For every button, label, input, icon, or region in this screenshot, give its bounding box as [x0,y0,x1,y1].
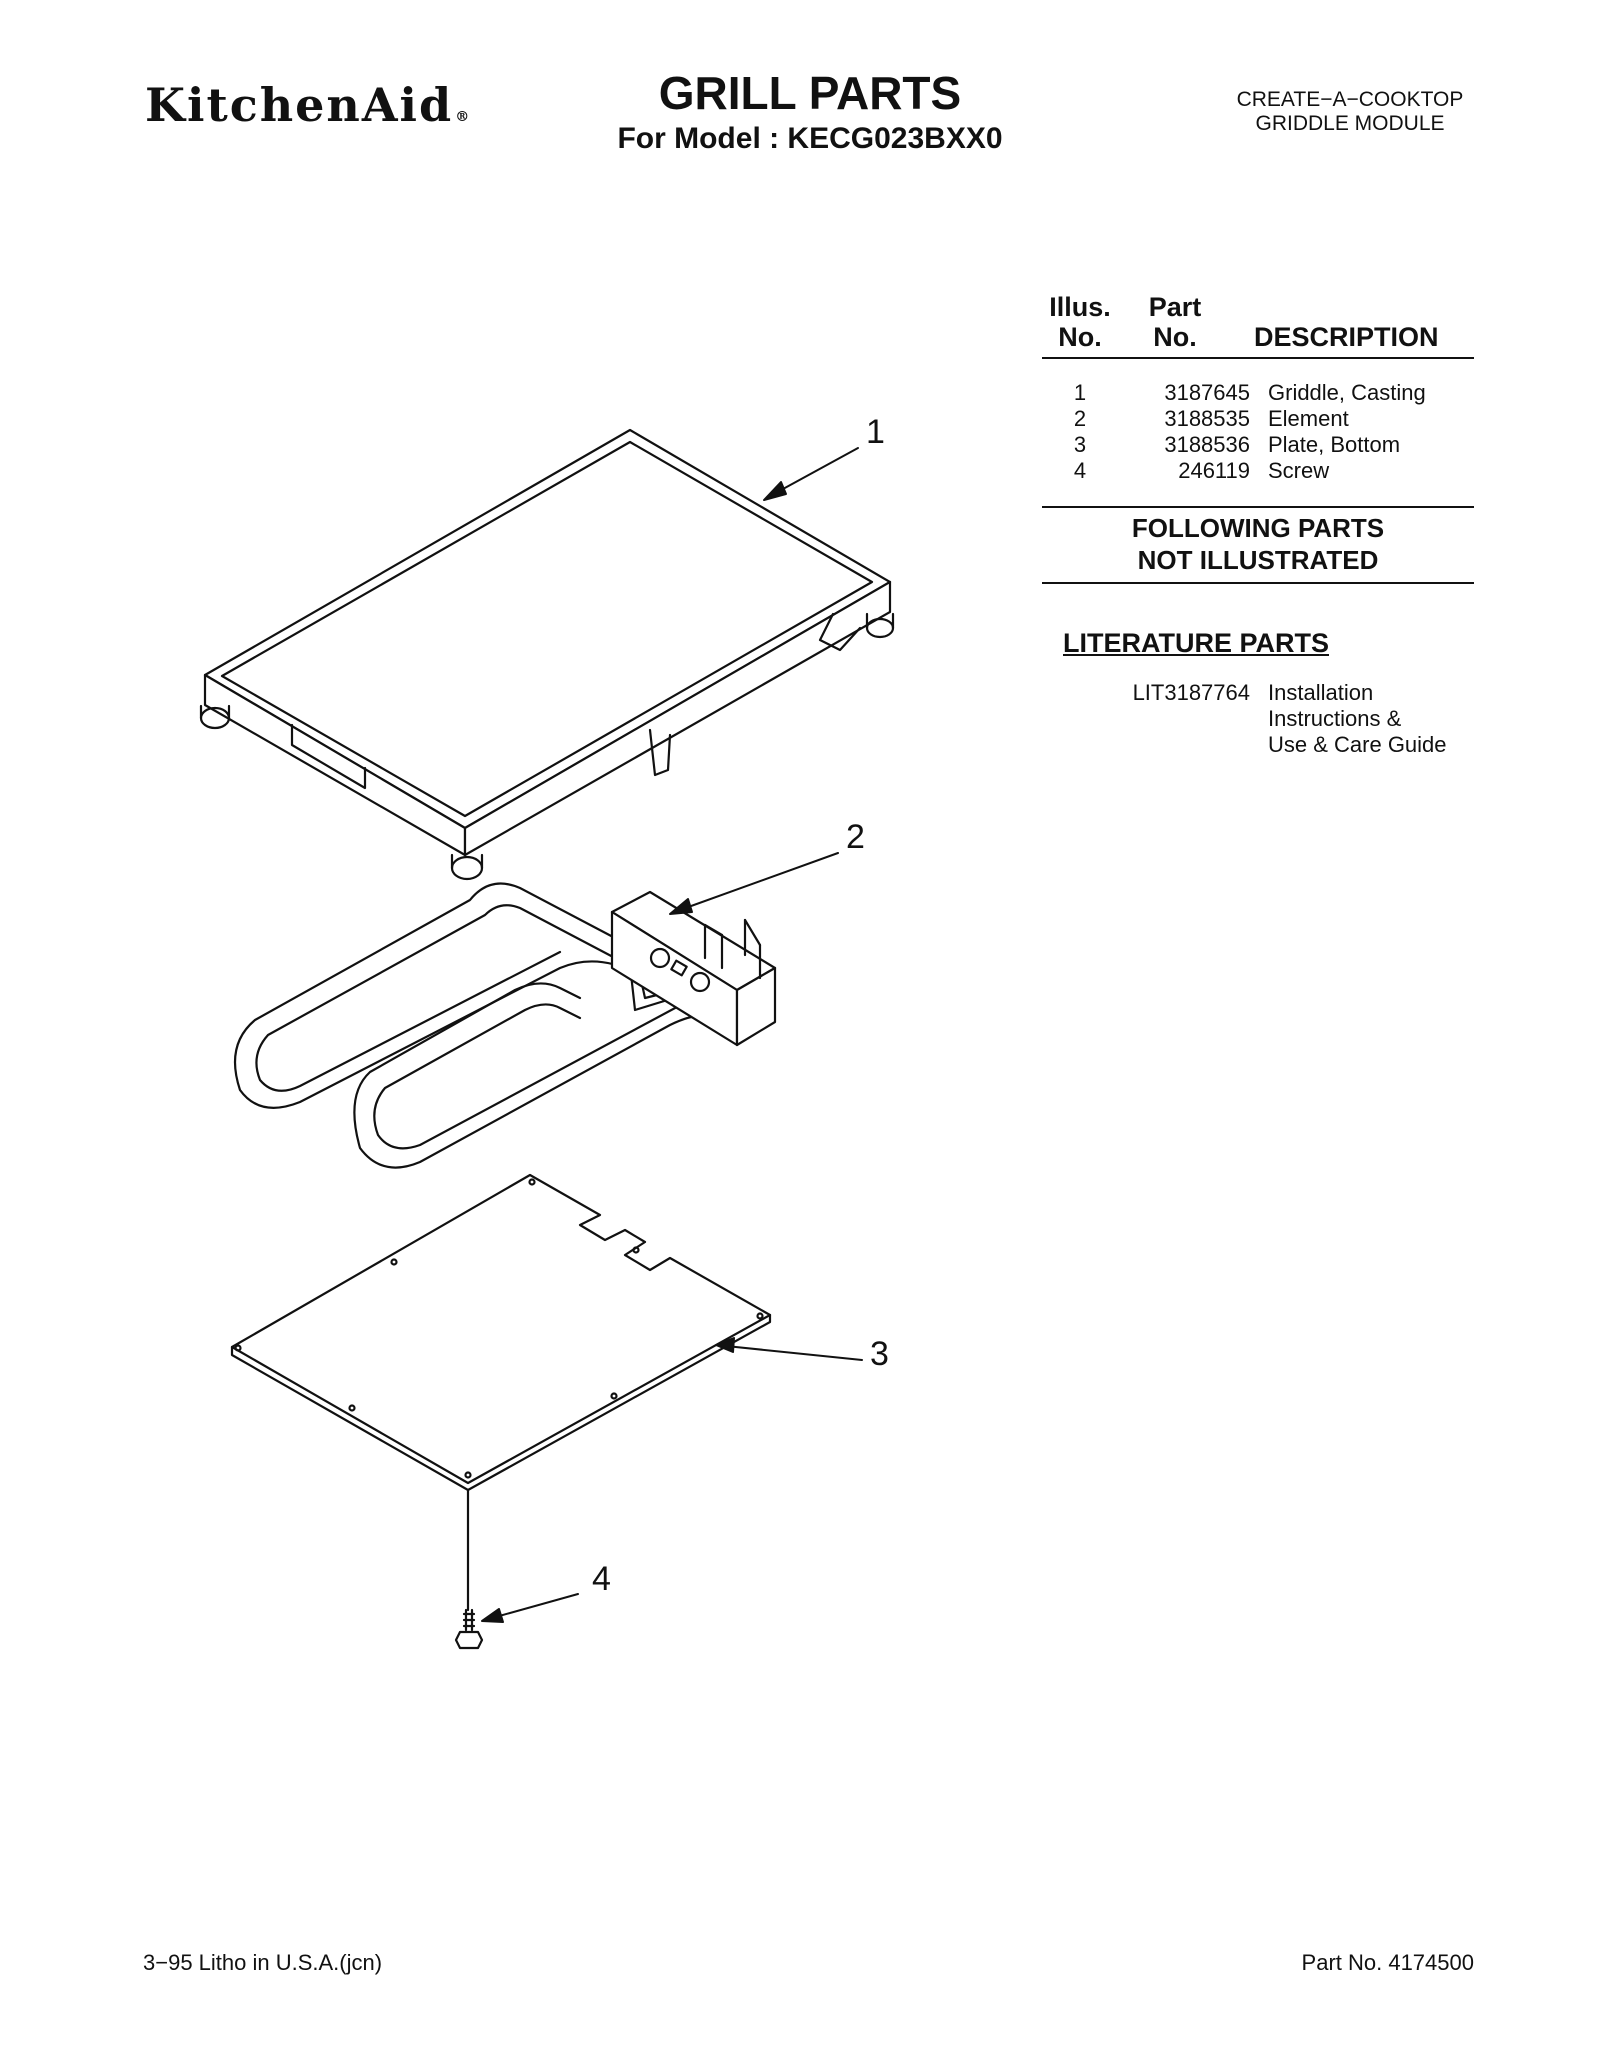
footer-part-number: Part No. 4174500 [1301,1950,1474,1975]
col-part-line-1: Part [1148,292,1202,322]
table-header-rule [1042,357,1474,359]
col-illus-header: Illus. No. [1040,292,1120,352]
not-illustrated-line-1: FOLLOWING PARTS [1131,513,1385,543]
literature-desc-line-1: Installation [1268,680,1374,705]
col-part-header: Part No. [1130,292,1220,352]
screw-drawing [454,1488,484,1650]
leader-4 [491,1593,579,1619]
row-4-illus: 4 [1073,458,1087,483]
leader-3 [725,1345,863,1361]
brand-name: KitchenAid [145,78,454,132]
col-part-line-2: No. [1153,322,1197,352]
not-illustrated-note: FOLLOWING PARTS NOT ILLUSTRATED [1042,512,1474,576]
leader-2 [679,852,839,911]
callout-1: 1 [866,413,885,451]
row-2-desc: Element [1268,406,1349,431]
arrowhead-4 [481,1608,504,1623]
arrowhead-1 [763,481,787,501]
row-1-part: 3187645 [1164,380,1250,405]
following-top-rule [1042,506,1474,508]
row-2-part: 3188535 [1164,406,1250,431]
row-3-illus: 3 [1073,432,1087,457]
subtitle-line-2: GRIDDLE MODULE [1255,112,1445,135]
leader-1 [771,447,859,496]
bottom-plate-drawing [230,1173,772,1492]
row-4-desc: Screw [1268,458,1330,483]
row-3-desc: Plate, Bottom [1268,432,1401,457]
model-line: For Model : KECG023BXX0 [617,122,1003,155]
following-bottom-rule [1042,582,1474,584]
literature-heading: LITERATURE PARTS [1063,628,1329,658]
callout-3: 3 [870,1335,889,1373]
literature-desc-line-3: Use & Care Guide [1268,732,1447,757]
griddle-casting-drawing [199,428,895,881]
callout-2: 2 [846,818,865,856]
row-4-part: 246119 [1178,458,1250,483]
brand-logo: KitchenAid® [145,78,469,132]
footer-litho: 3−95 Litho in U.S.A.(jcn) [143,1950,383,1975]
subtitle-line-1: CREATE−A−COOKTOP [1236,88,1464,111]
registered-mark: ® [455,109,470,125]
product-subtitle: CREATE−A−COOKTOP GRIDDLE MODULE [1180,88,1520,136]
col-illus-line-1: Illus. [1049,292,1111,322]
arrowhead-3 [715,1337,735,1353]
callout-4: 4 [592,1560,611,1598]
literature-description: Installation Instructions & Use & Care G… [1268,680,1447,758]
row-2-illus: 2 [1073,406,1087,431]
row-1-desc: Griddle, Casting [1268,380,1426,405]
not-illustrated-line-2: NOT ILLUSTRATED [1137,545,1379,575]
callout-leaders [481,447,863,1623]
literature-desc-line-2: Instructions & [1268,706,1402,731]
col-illus-line-2: No. [1058,322,1102,352]
row-3-part: 3188536 [1164,432,1250,457]
row-1-illus: 1 [1073,380,1087,405]
arrowhead-2 [669,898,693,915]
page-title: GRILL PARTS [658,67,962,119]
literature-part-number: LIT3187764 [1132,680,1250,705]
element-drawing [233,882,777,1169]
col-desc-header: DESCRIPTION [1254,322,1439,352]
